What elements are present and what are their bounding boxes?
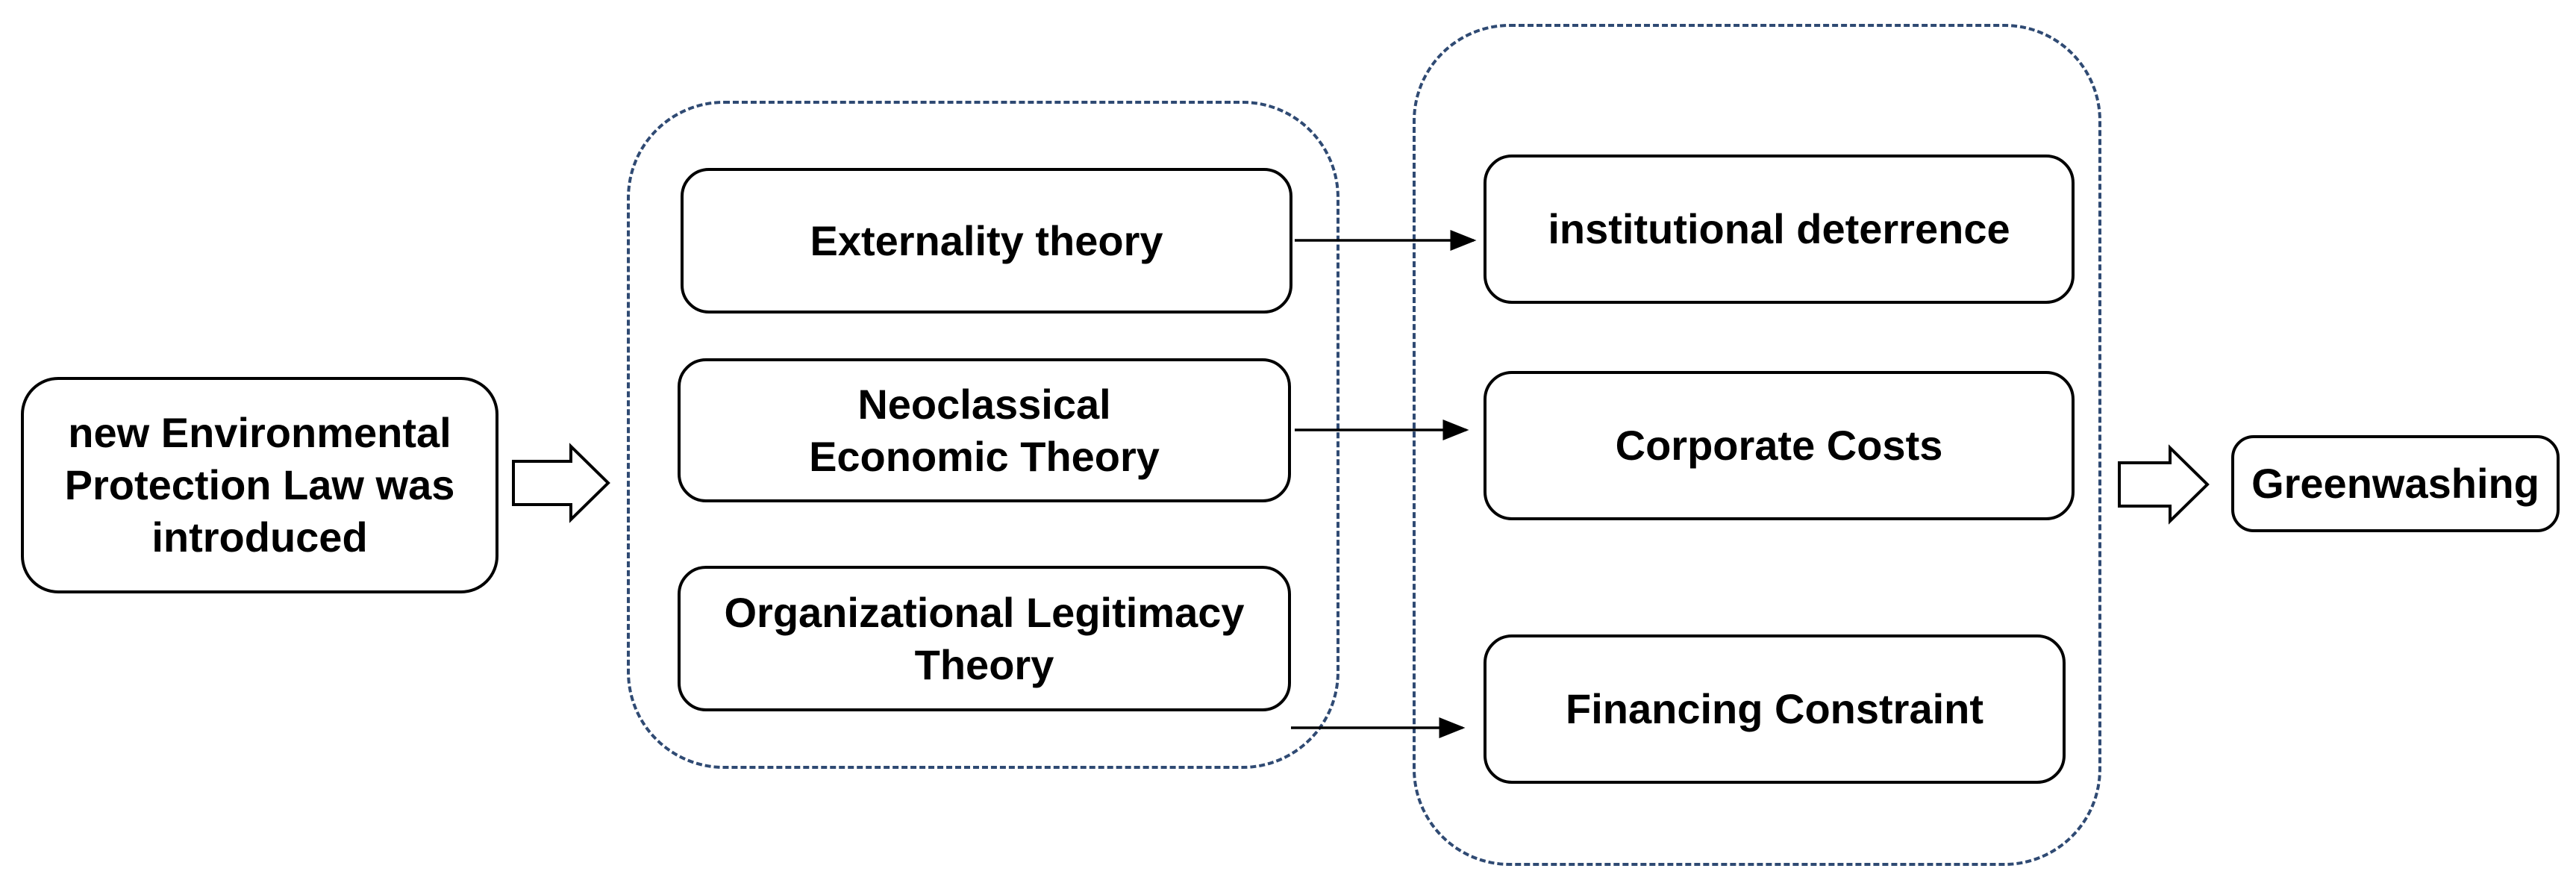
hollow-arrow-input	[512, 443, 610, 523]
input-node: new Environmental Protection Law was int…	[21, 377, 498, 593]
theory-node-legitimacy-label: Organizational Legitimacy Theory	[724, 588, 1245, 688]
theory-node-externality: Externality theory	[681, 168, 1292, 314]
hollow-arrow-outcome	[2118, 444, 2210, 525]
input-node-label: new Environmental Protection Law was int…	[64, 409, 455, 561]
theory-node-neoclassical-label: Neoclassical Economic Theory	[809, 380, 1160, 480]
mechanisms-group	[1413, 24, 2101, 866]
theory-node-externality-label: Externality theory	[810, 216, 1163, 264]
theory-node-legitimacy: Organizational Legitimacy Theory	[678, 566, 1291, 711]
mechanism-node-deterrence-label: institutional deterrence	[1548, 205, 2010, 252]
theory-node-neoclassical: Neoclassical Economic Theory	[678, 358, 1291, 502]
mechanism-node-costs: Corporate Costs	[1484, 371, 2075, 520]
mechanism-node-financing: Financing Constraint	[1484, 634, 2066, 784]
outcome-node-label: Greenwashing	[2251, 460, 2539, 507]
theories-group	[627, 101, 1339, 769]
outcome-node: Greenwashing	[2231, 435, 2560, 532]
mechanism-node-deterrence: institutional deterrence	[1484, 155, 2075, 304]
mechanism-node-costs-label: Corporate Costs	[1615, 422, 1943, 469]
mechanism-node-financing-label: Financing Constraint	[1566, 685, 1983, 732]
